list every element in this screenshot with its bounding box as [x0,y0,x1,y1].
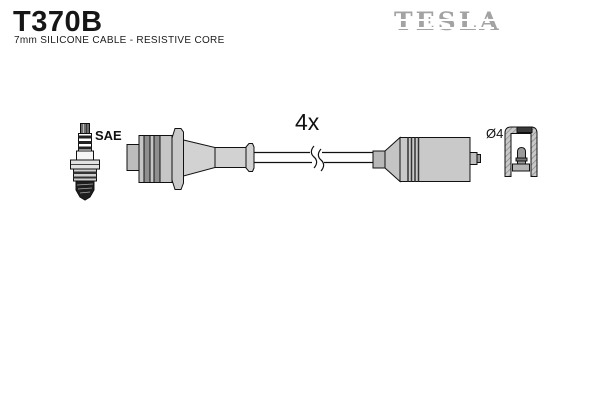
sae-label: SAE [95,128,122,143]
spark-plug-icon [70,123,100,201]
cable-lines [254,145,373,172]
part-number: T370B [13,6,103,38]
break-symbol [317,148,325,172]
subtitle: 7mm SILICONE CABLE - RESISTIVE CORE [14,35,225,46]
plug-boot-assembly [126,128,255,190]
logo-stencil-stripe [394,19,494,21]
quantity-label: 4x [295,109,320,135]
brand-logo: TESLA [394,8,499,36]
distributor-boot-assembly [372,136,481,183]
diameter-label: Ø4 [486,126,503,141]
brand-text: TESLA [394,7,502,36]
break-symbol [310,145,318,169]
terminal-cap-icon [504,126,538,177]
logo-stencil-stripe [394,27,494,29]
